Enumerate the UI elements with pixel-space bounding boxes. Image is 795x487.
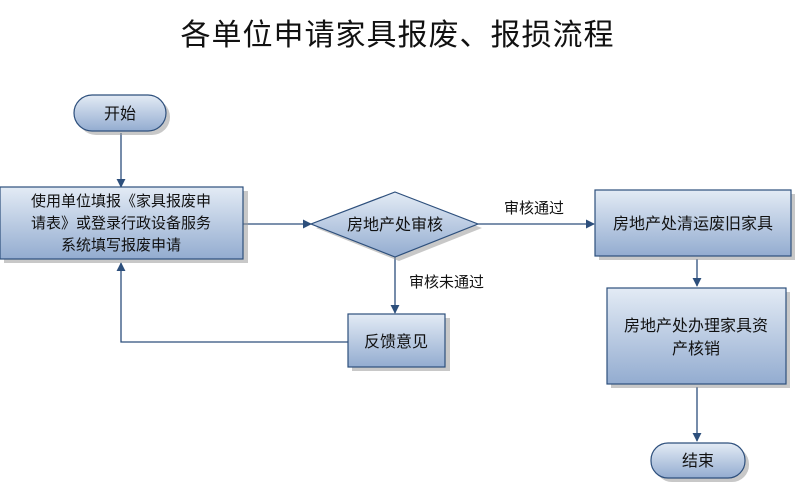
- feedback-label: 反馈意见: [364, 332, 428, 351]
- apply-label-line-3: 系统填写报废申请: [61, 236, 181, 254]
- end-label: 结束: [682, 451, 714, 470]
- diagram-title: 各单位申请家具报废、报损流程: [180, 18, 615, 53]
- edge-label-approved: 审核通过: [504, 199, 564, 217]
- arrow-feedback-to-apply: [116, 262, 348, 343]
- apply-label-line-1: 使用单位填报《家具报废申: [31, 192, 211, 210]
- writeoff-node: 房地产处办理家具资 产核销: [606, 287, 790, 388]
- clear-label: 房地产处清运废旧家具: [613, 214, 773, 233]
- writeoff-label-line-2: 产核销: [672, 339, 720, 358]
- review-node: 房地产处审核: [309, 191, 482, 261]
- end-node: 结束: [650, 442, 749, 482]
- start-label: 开始: [104, 104, 136, 123]
- clear-node: 房地产处清运废旧家具: [594, 189, 795, 260]
- writeoff-label-line-1: 房地产处办理家具资: [624, 316, 768, 335]
- apply-label-line-2: 请表》或登录行政设备服务: [31, 214, 211, 232]
- apply-node: 使用单位填报《家具报废申 请表》或登录行政设备服务 系统填写报废申请: [0, 186, 248, 263]
- review-label: 房地产处审核: [347, 215, 443, 234]
- start-node: 开始: [73, 94, 170, 135]
- edge-label-rejected: 审核未通过: [409, 273, 484, 291]
- feedback-node: 反馈意见: [347, 313, 450, 371]
